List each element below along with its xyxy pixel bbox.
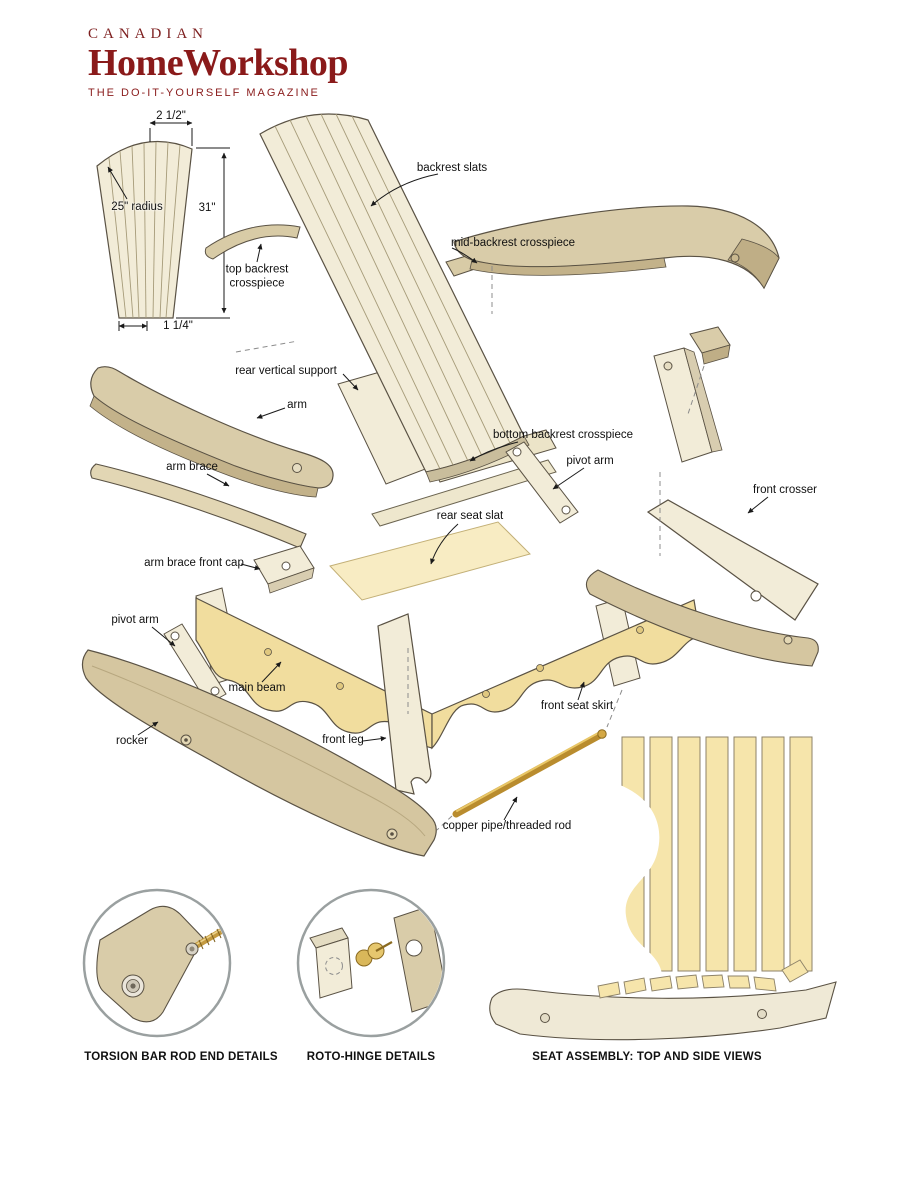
part-label-bottom-backrest-crosspiece: bottom backrest crosspiece (493, 429, 633, 442)
top-backrest-crosspiece-part (204, 224, 301, 260)
part-label-top-backrest-crosspiece: top backrest crosspiece (225, 263, 289, 289)
masthead: CANADIAN HomeWorkshop THE DO-IT-YOURSELF… (88, 26, 349, 100)
part-label-pivot-arm-left: pivot arm (111, 614, 159, 627)
right-arm-post-cap (689, 326, 731, 365)
rocker-part (81, 649, 437, 857)
part-label-pivot-arm-right: pivot arm (566, 455, 614, 468)
part-label-front-crosser: front crosser (753, 484, 817, 497)
backrest-panel (259, 113, 530, 483)
pivot-arm-left-part (163, 623, 227, 705)
part-label-arm-brace-front-cap: arm brace front cap (144, 557, 244, 570)
roto-hinge-detail (296, 888, 446, 1038)
part-label-rear-seat-slat: rear seat slat (436, 510, 504, 523)
dim-top-width: 2 1/2" (156, 110, 186, 122)
dimension-marks (107, 120, 230, 331)
rear-seat-slat-part (329, 521, 531, 601)
chair-parts (81, 113, 819, 857)
left-arm (89, 366, 334, 498)
copper-rod-part (452, 729, 607, 818)
part-label-mid-backrest-crosspiece: mid-backrest crosspiece (451, 237, 575, 250)
part-label-front-seat-skirt: front seat skirt (540, 700, 614, 713)
front-seat-skirt-part (431, 599, 701, 750)
seat-top-view (596, 736, 813, 974)
right-arm (453, 205, 780, 290)
dim-height: 31" (198, 202, 216, 214)
part-label-rear-vertical-support: rear vertical support (235, 365, 337, 378)
right-rocker-part (585, 569, 819, 667)
pivot-arm-right-part (505, 441, 579, 524)
caption-seat-assembly: SEAT ASSEMBLY: TOP AND SIDE VIEWS (532, 1051, 762, 1063)
part-label-arm: arm (287, 399, 307, 412)
front-crosser-part (646, 499, 819, 621)
seat-side-view (489, 959, 837, 1041)
part-label-backrest-slats: backrest slats (416, 162, 488, 175)
magazine-kicker: CANADIAN (88, 26, 208, 42)
dashed-guides (235, 266, 705, 831)
magazine-tagline: THE DO-IT-YOURSELF MAGAZINE (88, 87, 320, 100)
front-leg-part (377, 613, 432, 795)
part-label-copper-pipe: copper pipe/threaded rod (442, 820, 572, 833)
caption-roto-hinge-details: ROTO-HINGE DETAILS (306, 1051, 436, 1063)
arm-brace-front-cap-part (253, 545, 315, 594)
part-label-main-beam: main beam (228, 682, 286, 695)
part-label-arm-brace: arm brace (166, 461, 218, 474)
magazine-logo: HomeWorkshop (88, 42, 349, 84)
leader-lines (137, 173, 769, 821)
part-label-front-leg: front leg (322, 734, 364, 747)
torsion-bar-detail (82, 888, 232, 1038)
dim-bottom-width: 1 1/4" (163, 320, 193, 332)
arm-brace-part (90, 463, 307, 549)
seat-frame-rail (371, 459, 557, 527)
caption-torsion-details: TORSION BAR ROD END DETAILS (84, 1051, 278, 1063)
backrest-slat-detail (96, 140, 193, 319)
rear-vertical-support-right (653, 347, 723, 463)
dim-radius: 25" radius (111, 201, 163, 213)
part-label-rocker: rocker (116, 735, 148, 748)
